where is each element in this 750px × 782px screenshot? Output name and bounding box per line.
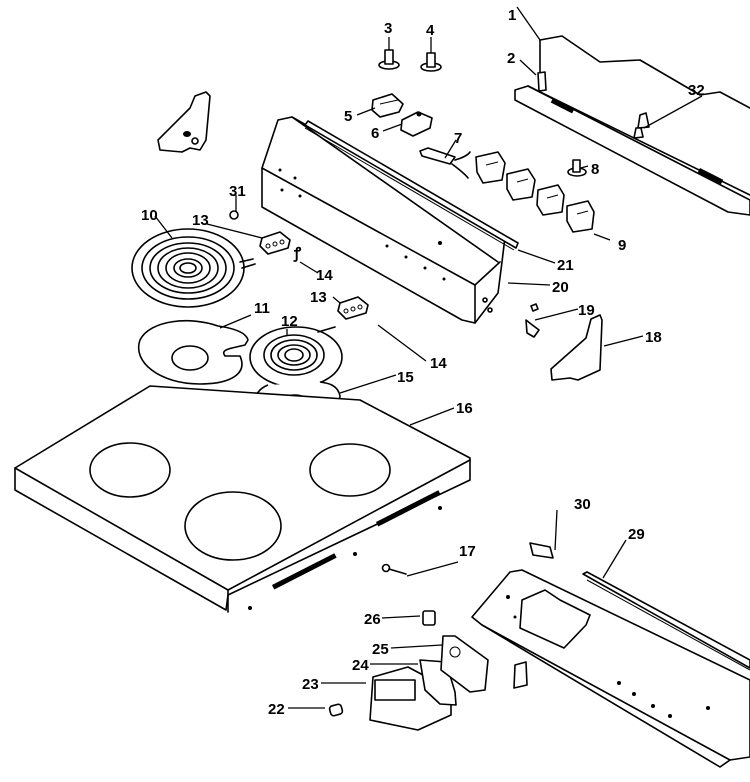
terminal-block-13b [337,296,369,320]
switch-6 [400,111,433,137]
callout-15: 15 [397,369,414,386]
callout-24: 24 [352,657,369,674]
callout-23: 23 [302,676,319,693]
knob-3 [378,49,400,70]
clip-30 [529,542,554,559]
callout-19: 19 [578,302,595,319]
callout-20: 20 [552,279,569,296]
clock-25 [440,635,489,693]
callout-9: 9 [618,237,626,254]
callout-30: 30 [574,496,591,513]
bracket-left-top [157,91,211,153]
callout-17: 17 [459,543,476,560]
backguard-upper [514,35,750,216]
callout-10: 10 [141,207,158,224]
terminal-block-13a [259,231,291,255]
knob-4 [420,52,442,72]
callout-labels: 1 2 3 4 5 6 7 8 9 10 11 12 13 13 14 14 1… [141,7,705,718]
callout-21: 21 [557,257,574,274]
cooktop-16 [14,385,471,613]
surface-unit-10 [131,228,256,308]
surface-unit-12 [249,326,343,388]
callout-11: 11 [254,300,270,317]
drip-pan-11 [137,320,249,385]
callout-14b: 14 [430,355,447,372]
knob-22 [328,703,344,717]
callout-2: 2 [507,50,515,67]
control-panel-20 [261,116,506,324]
pin-17 [381,563,407,575]
callout-4: 4 [426,22,435,39]
bracket-18 [550,314,603,381]
switch-5 [371,93,404,118]
callout-31: 31 [229,183,246,200]
trim-strip-29 [582,571,750,671]
callout-32: 32 [688,82,705,99]
callout-1: 1 [508,7,516,24]
callout-22: 22 [268,701,285,718]
knob-8 [567,159,587,177]
callout-5: 5 [344,108,352,125]
harness-7 [419,147,471,179]
callout-13b: 13 [310,289,327,306]
callout-26: 26 [364,611,381,628]
leader-lines [154,6,703,709]
bracket-small [513,661,528,689]
lower-control-panel [471,569,750,768]
callout-3: 3 [384,20,392,37]
callout-29: 29 [628,526,645,543]
callout-25: 25 [372,641,389,658]
callout-8: 8 [591,161,599,178]
callout-12: 12 [281,313,298,330]
infinite-switches-9 [475,151,595,233]
trim-strip-21 [304,120,519,251]
grommet-31 [229,210,239,220]
callout-16: 16 [456,400,473,417]
spacer-32 [633,127,644,139]
clip-19 [525,303,540,338]
callout-14a: 14 [316,267,333,284]
callout-6: 6 [371,125,379,142]
callout-18: 18 [645,329,662,346]
callout-13a: 13 [192,212,209,229]
relay-26 [422,610,436,626]
callout-7: 7 [454,130,462,147]
screw-14a-glyph: ꝭ [293,245,302,262]
